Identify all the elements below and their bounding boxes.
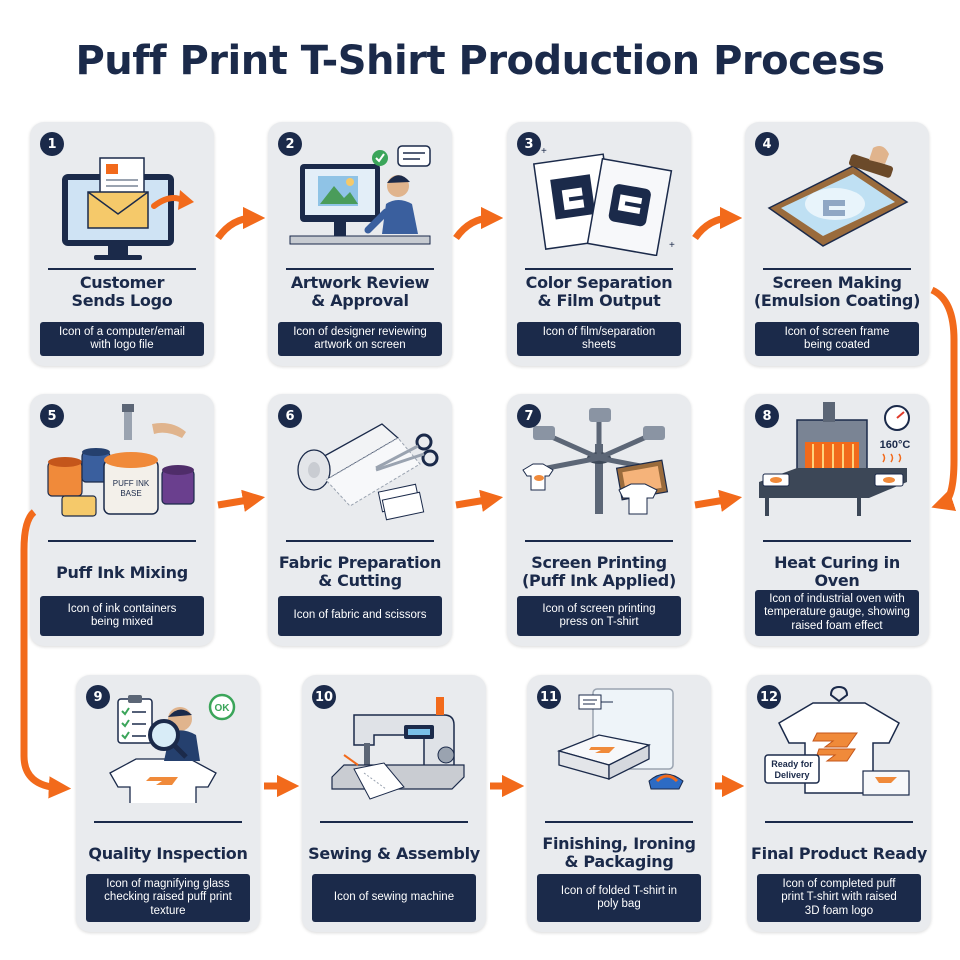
divider	[48, 268, 196, 270]
step-title: Finishing, Ironing & Packaging	[531, 835, 707, 871]
step-title: Screen Printing (Puff Ink Applied)	[511, 554, 687, 590]
svg-text:Ready for: Ready for	[771, 759, 813, 769]
step-number: 12	[757, 685, 781, 709]
step-card-10: 10 Sewing & Assembly Icon of sewing mach…	[302, 675, 486, 932]
step-number: 11	[537, 685, 561, 709]
svg-text:+: +	[541, 146, 547, 157]
step-card-2: 2 Artwork Review & Approval Icon of desi…	[268, 122, 452, 366]
step-title: Fabric Preparation & Cutting	[272, 554, 448, 590]
svg-text:BASE: BASE	[120, 489, 141, 498]
arrow-5-6	[218, 499, 254, 505]
step-number: 7	[517, 404, 541, 428]
step-description: Icon of fabric and scissors	[278, 596, 442, 636]
ink-containers-icon: PUFF INK BASE	[42, 404, 202, 522]
arrow-7-8	[695, 499, 731, 505]
step-description: Icon of magnifying glass checking raised…	[86, 874, 250, 922]
step-card-9: OK 9 Quality Inspection Icon of magnifyi…	[76, 675, 260, 932]
divider	[94, 821, 242, 823]
step-title: Final Product Ready	[751, 845, 927, 863]
oven-icon: 160°C	[757, 402, 917, 520]
divider	[763, 540, 911, 542]
step-card-8: 160°C 8 Heat Curing in Oven (160°C) Icon…	[745, 394, 929, 646]
oven-temp-label: 160°C	[880, 439, 911, 451]
computer-email-icon	[42, 144, 202, 262]
fabric-scissors-icon	[280, 404, 440, 522]
divider	[763, 268, 911, 270]
step-card-4: 4 Screen Making (Emulsion Coating) Icon …	[745, 122, 929, 366]
step-number: 2	[278, 132, 302, 156]
step-description: Icon of designer reviewing artwork on sc…	[278, 322, 442, 356]
svg-text:Delivery: Delivery	[774, 770, 809, 780]
divider	[765, 821, 913, 823]
step-description: Icon of screen frame being coated	[755, 322, 919, 356]
step-card-6: 6 Fabric Preparation & Cutting Icon of f…	[268, 394, 452, 646]
step-title: Color Separation & Film Output	[511, 274, 687, 310]
step-description: Icon of folded T-shirt in poly bag	[537, 874, 701, 922]
page-title: Puff Print T-Shirt Production Process	[0, 38, 960, 84]
step-number: 4	[755, 132, 779, 156]
step-description: Icon of sewing machine	[312, 874, 476, 922]
divider	[525, 540, 673, 542]
divider	[48, 540, 196, 542]
step-card-5: PUFF INK BASE 5 Puff Ink Mixing Icon of …	[30, 394, 214, 646]
screen-frame-icon	[757, 138, 917, 256]
step-card-1: 1 Customer Sends Logo Icon of a computer…	[30, 122, 214, 366]
step-title: Quality Inspection	[80, 845, 256, 863]
step-number: 9	[86, 685, 110, 709]
step-description: Icon of a computer/email with logo file	[40, 322, 204, 356]
step-title: Sewing & Assembly	[306, 845, 482, 863]
ok-badge: OK	[215, 703, 231, 714]
step-description: Icon of industrial oven with temperature…	[755, 590, 919, 636]
sewing-machine-icon	[314, 685, 474, 803]
svg-text:PUFF INK: PUFF INK	[113, 479, 150, 488]
step-number: 6	[278, 404, 302, 428]
svg-text:+: +	[669, 240, 675, 251]
arrow-1-2	[218, 218, 254, 238]
divider	[286, 540, 434, 542]
step-description: Icon of ink containers being mixed	[40, 596, 204, 636]
step-card-11: 11 Finishing, Ironing & Packaging Icon o…	[527, 675, 711, 932]
step-card-3: + + 3 Color Separation & Film Output Ico…	[507, 122, 691, 366]
divider	[320, 821, 468, 823]
arrow-2-3	[456, 218, 492, 238]
final-shirt-icon: Ready for Delivery	[759, 683, 919, 801]
film-sheets-icon: + +	[519, 138, 679, 256]
step-title: Screen Making (Emulsion Coating)	[749, 274, 925, 310]
step-description: Icon of film/separation sheets	[517, 322, 681, 356]
magnifying-glass-icon: OK	[88, 685, 248, 803]
divider	[545, 821, 693, 823]
printing-press-icon	[519, 404, 679, 522]
arrow-4-8	[932, 290, 954, 504]
divider	[286, 268, 434, 270]
arrow-6-7	[456, 499, 492, 505]
step-title: Artwork Review & Approval	[272, 274, 448, 310]
divider	[525, 268, 673, 270]
step-title: Customer Sends Logo	[34, 274, 210, 310]
step-number: 1	[40, 132, 64, 156]
arrow-3-4	[695, 218, 731, 238]
step-number: 5	[40, 404, 64, 428]
designer-review-icon	[280, 138, 440, 256]
step-title: Puff Ink Mixing	[34, 564, 210, 582]
step-description: Icon of completed puff print T-shirt wit…	[757, 874, 921, 922]
step-number: 8	[755, 404, 779, 428]
folded-shirt-icon	[539, 685, 699, 803]
step-number: 3	[517, 132, 541, 156]
step-description: Icon of screen printing press on T-shirt	[517, 596, 681, 636]
step-card-7: 7 Screen Printing (Puff Ink Applied) Ico…	[507, 394, 691, 646]
step-number: 10	[312, 685, 336, 709]
step-card-12: Ready for Delivery 12 Final Product Read…	[747, 675, 931, 932]
